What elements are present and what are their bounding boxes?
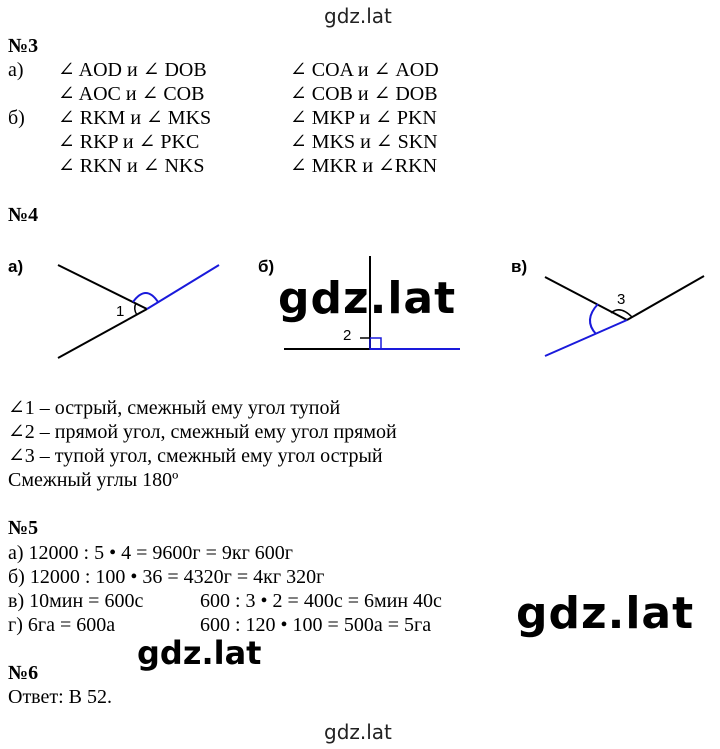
task5-heading: №5: [8, 517, 39, 539]
task5-line-v-right: 600 : 3 • 2 = 400с = 6мин 40с: [200, 590, 442, 612]
figure-a-angle-arc-blue: [132, 292, 159, 303]
task5-line-b: б) 12000 : 100 • 36 = 4320г = 4кг 320г: [8, 566, 325, 588]
task5-line-g-right: 600 : 120 • 100 = 500а = 5га: [200, 614, 432, 636]
angle-1-label: 1: [116, 303, 124, 320]
figure-a-ray-upper: [57, 264, 148, 310]
task4-line-3: ∠3 – тупой угол, смежный ему угол острый: [8, 445, 383, 467]
figure-a-ray-lower: [57, 308, 148, 359]
figure-v: в) 3: [511, 257, 705, 357]
angle-2-label: 2: [343, 327, 351, 344]
figure-v-ray-blue: [544, 319, 628, 357]
figure-b-label: б): [258, 257, 274, 276]
task3-row5-left: ∠ RKN и ∠ NKS: [58, 155, 205, 177]
figure-b: б) 2: [258, 256, 460, 350]
figure-v-angle-arc-blue: [589, 303, 599, 335]
angle-3-label: 3: [617, 291, 625, 308]
task3-row2-right: ∠ COB и ∠ DOB: [290, 83, 438, 105]
task3-heading: №3: [8, 35, 39, 57]
watermark-right: gdz.lat: [516, 588, 695, 639]
task3-row-label-a: а): [8, 59, 24, 81]
task3-row3-left: ∠ RKM и ∠ MKS: [58, 107, 212, 129]
task3-row2-left: ∠ AOC и ∠ COB: [58, 83, 205, 105]
figure-b-right-angle-mark: [369, 337, 382, 350]
figure-a-ray-blue: [146, 264, 220, 310]
figure-a: а) 1: [8, 257, 220, 359]
figure-a-label: а): [8, 257, 23, 276]
task5-line-a: а) 12000 : 5 • 4 = 9600г = 9кг 600г: [8, 542, 293, 564]
task3-row3-right: ∠ MKP и ∠ PKN: [290, 107, 437, 129]
task6-heading: №6: [8, 662, 39, 684]
figure-a-angle-arc: [133, 302, 138, 316]
watermark-bottom: gdz.lat: [324, 720, 392, 744]
task4-heading: №4: [8, 204, 39, 226]
watermark-diagram: gdz.lat: [278, 273, 457, 324]
watermark-top: gdz.lat: [324, 4, 392, 28]
task3-row-label-b: б): [8, 107, 25, 129]
task4-line-1: ∠1 – острый, смежный ему угол тупой: [8, 397, 341, 419]
task3-row4-left: ∠ RKP и ∠ PKC: [58, 131, 200, 153]
figure-v-label: в): [511, 257, 527, 276]
figure-v-ray-right: [626, 275, 705, 321]
figure-v-ray-left: [544, 276, 628, 321]
task5-line-g-left: г) 6га = 600а: [8, 614, 116, 636]
task5-line-v-left: в) 10мин = 600с: [8, 590, 144, 612]
task4-line-2: ∠2 – прямой угол, смежный ему угол прямо…: [8, 421, 397, 443]
figure-v-angle-arc: [610, 309, 633, 318]
task3-row1-right: ∠ COA и ∠ AOD: [290, 59, 439, 81]
task3-row4-right: ∠ MKS и ∠ SKN: [290, 131, 438, 153]
task3-row5-right: ∠ MKR и ∠RKN: [290, 155, 438, 177]
task3-row1-left: ∠ AOD и ∠ DOB: [58, 59, 207, 81]
task6-answer: Ответ: В 52.: [8, 686, 113, 708]
watermark-lower: gdz.lat: [135, 634, 264, 672]
task4-line-4: Смежный углы 180º: [8, 469, 179, 491]
